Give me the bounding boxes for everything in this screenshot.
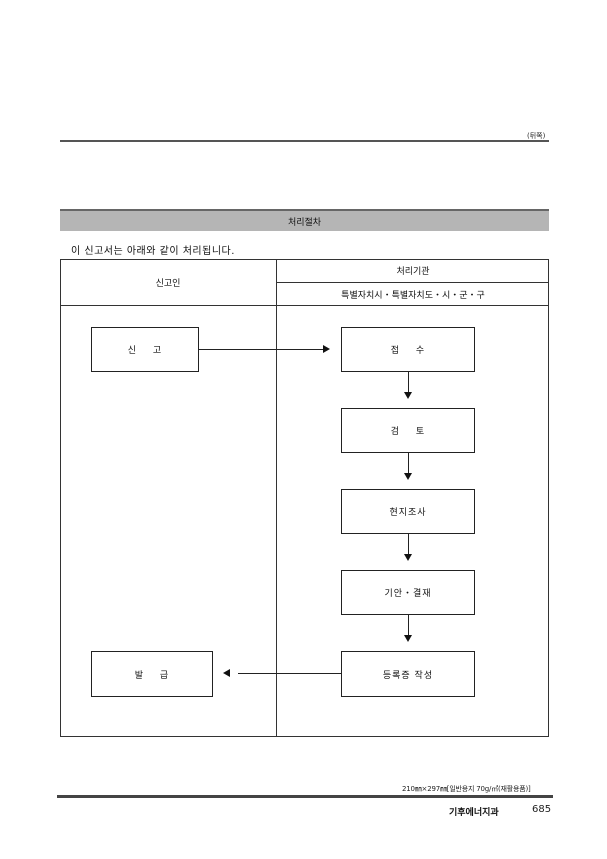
arrow-approval-to-certificate-line: [408, 615, 409, 635]
table-header-subdivider: [277, 282, 549, 283]
top-divider: [60, 140, 549, 142]
back-side-label: (뒤쪽): [527, 132, 546, 140]
flow-box-report: 신 고: [91, 327, 199, 372]
department-name: 기후에너지과: [449, 808, 499, 818]
arrow-certificate-to-issue-head: [223, 669, 230, 677]
flow-box-approval: 기안・결재: [341, 570, 475, 615]
arrow-receipt-to-review-head: [404, 392, 412, 399]
header-agency-sub-label: 특별자치시・특별자치도・시・군・구: [341, 290, 485, 301]
section-title: 처리절차: [287, 217, 322, 228]
header-agency-sub: 특별자치시・특별자치도・시・군・구: [277, 283, 549, 305]
procedure-table: [60, 259, 549, 737]
flow-box-certificate: 등록증 작성: [341, 651, 475, 697]
arrow-review-to-survey-head: [404, 473, 412, 480]
arrow-review-to-survey-line: [408, 453, 409, 473]
table-column-divider: [276, 259, 277, 737]
header-applicant-label: 신고인: [155, 278, 181, 289]
table-header-divider: [60, 305, 549, 306]
page-number: 685: [532, 804, 552, 815]
section-header: 처리절차: [60, 209, 549, 231]
flow-box-receipt: 접 수: [341, 327, 475, 372]
arrow-survey-to-approval-line: [408, 534, 409, 554]
header-agency: 처리기관: [277, 259, 549, 282]
arrow-survey-to-approval-head: [404, 554, 412, 561]
flow-box-review: 검 토: [341, 408, 475, 453]
arrow-report-to-receipt-line: [199, 349, 323, 350]
intro-text: 이 신고서는 아래와 같이 처리됩니다.: [71, 246, 235, 257]
arrow-report-to-receipt-head: [323, 345, 330, 353]
flow-box-survey: 현지조사: [341, 489, 475, 534]
paper-spec: 210㎜×297㎜[일반용지 70g/㎡(재활용품)]: [402, 785, 531, 793]
header-agency-label: 처리기관: [396, 267, 430, 277]
header-applicant: 신고인: [60, 259, 276, 305]
arrow-certificate-to-issue-line: [238, 673, 341, 674]
flow-box-issue: 발 급: [91, 651, 213, 697]
arrow-approval-to-certificate-head: [404, 635, 412, 642]
arrow-receipt-to-review-line: [408, 372, 409, 392]
bottom-divider: [57, 795, 553, 798]
